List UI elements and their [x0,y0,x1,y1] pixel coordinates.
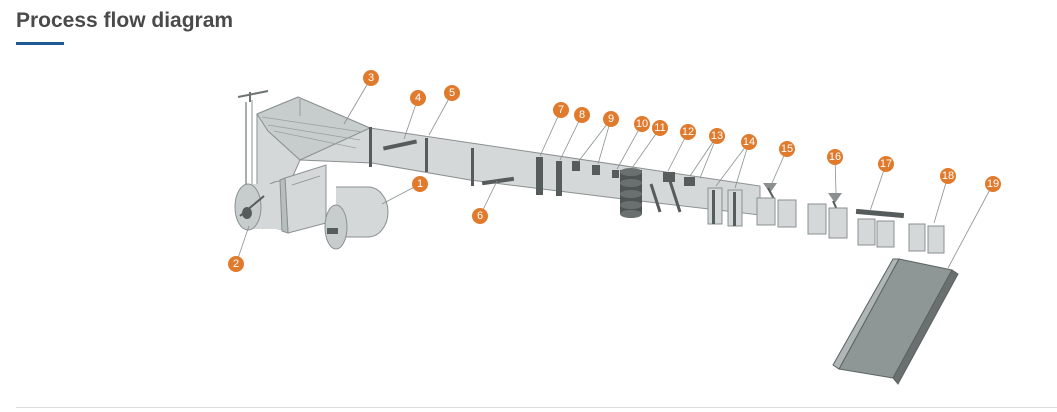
station-5-guide [425,138,428,172]
callout-13: 13 [709,128,725,144]
callout-15: 15 [779,141,795,157]
station-9-clips [572,161,619,178]
callout-10: 10 [634,116,650,132]
svg-text:7: 7 [558,104,564,116]
station-12-13-cutters [649,172,695,213]
callout-3: 3 [363,70,379,86]
callout-11: 11 [652,120,668,136]
callout-7: 7 [553,102,569,118]
svg-text:3: 3 [368,72,374,84]
callout-1: 1 [412,176,428,192]
bottom-divider [16,407,1057,408]
station-4-sealer [382,139,418,151]
svg-text:10: 10 [636,118,648,130]
callout-12: 12 [680,124,696,140]
station-17-top-sealer [855,208,905,248]
station-15-filling [756,183,797,228]
station-7-8-plates [536,157,562,196]
svg-text:12: 12 [682,126,694,138]
svg-text:1: 1 [417,178,423,190]
svg-text:19: 19 [987,178,999,190]
callout-17: 17 [878,156,894,172]
station-18-finished-bags [908,223,945,254]
callout-9: 9 [603,111,619,127]
callout-5: 5 [444,85,460,101]
callout-16: 16 [827,149,843,165]
svg-text:9: 9 [608,113,614,125]
svg-text:6: 6 [477,210,483,222]
film-strip [256,96,761,216]
svg-text:4: 4 [415,92,421,104]
svg-text:16: 16 [829,151,841,163]
station-3-guide [369,127,372,167]
callout-2: 2 [228,256,244,272]
station-6-sealer [481,176,515,186]
callout-8: 8 [574,107,590,123]
svg-text:17: 17 [880,158,892,170]
film-roll-main [324,186,389,250]
discharge-chute [832,258,959,385]
station-16-filling [807,193,848,239]
callout-6: 6 [472,208,488,224]
station-guide-mid [471,148,474,186]
svg-text:8: 8 [579,109,585,121]
svg-text:18: 18 [942,170,954,182]
svg-text:13: 13 [711,130,723,142]
station-14-bags [707,187,743,227]
title-underline [16,42,64,45]
callout-19: 19 [985,176,1001,192]
svg-text:15: 15 [781,143,793,155]
unwind-frame [279,164,327,234]
callout-4: 4 [410,90,426,106]
svg-text:11: 11 [654,122,665,134]
station-10-11-rollers [620,168,642,218]
svg-text:14: 14 [743,136,755,148]
callout-14: 14 [741,134,757,150]
callout-18: 18 [940,168,956,184]
svg-text:5: 5 [449,87,455,99]
svg-text:2: 2 [233,258,239,270]
page-title: Process flow diagram [16,9,234,32]
